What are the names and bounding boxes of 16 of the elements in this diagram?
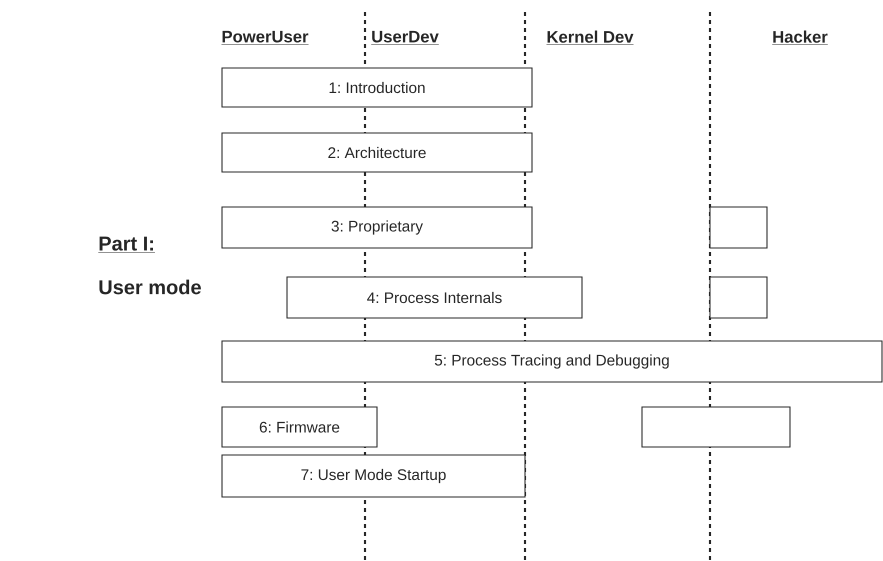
chapter-box: 2: Architecture — [221, 132, 533, 173]
chapter-box: 5: Process Tracing and Debugging — [221, 340, 883, 383]
empty-box — [709, 276, 768, 319]
chapter-box: 6: Firmware — [221, 406, 378, 448]
chapter-box: 4: Process Internals — [286, 276, 583, 319]
empty-box — [709, 206, 768, 249]
empty-box — [641, 406, 791, 448]
column-header: Hacker — [772, 30, 828, 45]
column-header: PowerUser — [221, 30, 309, 45]
part-subheading: User mode — [99, 280, 201, 294]
chapter-box: 3: Proprietary — [221, 206, 533, 249]
chapter-box: 1: Introduction — [221, 67, 533, 108]
column-header: UserDev — [370, 30, 440, 45]
column-header: Kernel Dev — [546, 30, 634, 45]
part-heading: Part I: — [98, 236, 156, 253]
chapter-box: 7: User Mode Startup — [221, 454, 526, 498]
